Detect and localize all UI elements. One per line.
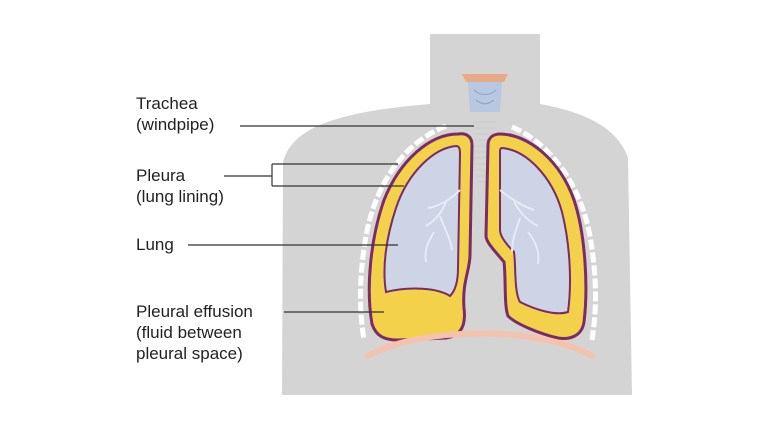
diaphragm (365, 330, 595, 359)
larynx (462, 74, 508, 112)
left-bronchi (424, 189, 461, 263)
right-bronchi (499, 189, 540, 265)
lung-label: Lung (136, 234, 174, 255)
ribs-right (511, 124, 598, 341)
right-lung (499, 146, 571, 315)
larynx-body (468, 82, 502, 112)
effusion-label: Pleural effusion (fluid between pleural … (136, 301, 253, 364)
pleura-label-line2: (lung lining) (136, 187, 224, 206)
trachea-label-line1: Trachea (136, 94, 198, 113)
lung-label-line1: Lung (136, 235, 174, 254)
effusion-label-line1: Pleural effusion (136, 302, 253, 321)
left-lung (383, 144, 462, 298)
effusion-label-line3: pleural space) (136, 344, 243, 363)
trachea-label-line2: (windpipe) (136, 115, 215, 134)
pleura-label: Pleura (lung lining) (136, 165, 224, 207)
pleura-label-line1: Pleura (136, 166, 186, 185)
leader-lines (188, 125, 474, 313)
effusion-label-line2: (fluid between (136, 323, 242, 342)
trachea-label: Trachea (windpipe) (136, 93, 214, 135)
larynx-accent (462, 74, 508, 82)
